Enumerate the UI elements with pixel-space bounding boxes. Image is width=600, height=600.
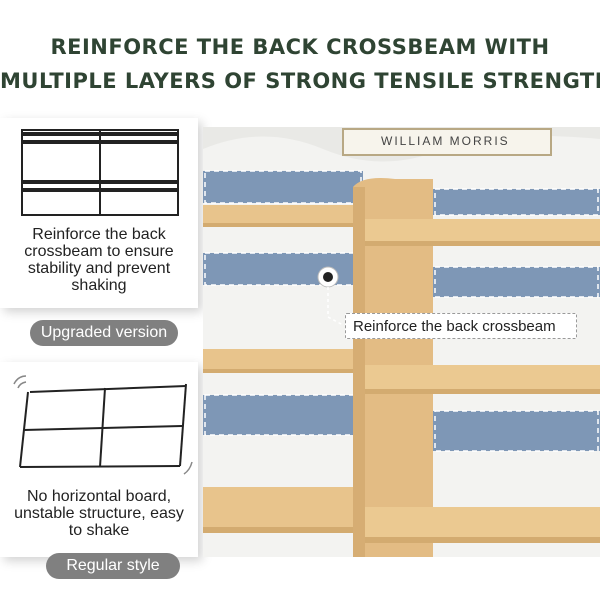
product-photo: WILLIAM MORRIS: [203, 127, 600, 557]
poster-text: WILLIAM MORRIS: [381, 134, 510, 148]
headline-line-1: REINFORCE THE BACK CROSSBEAM WITH: [50, 35, 550, 59]
regular-style-badge: Regular style: [46, 553, 180, 579]
regular-caption: No horizontal board, unstable structure,…: [14, 488, 184, 539]
upgraded-frame-icon: [21, 129, 179, 216]
upgraded-diagram-card: Reinforce the back crossbeam to ensure s…: [0, 118, 198, 308]
regular-diagram-card: No horizontal board, unstable structure,…: [0, 362, 198, 557]
headline-line-2: MULTIPLE LAYERS OF STRONG TENSILE STRENG…: [0, 69, 600, 93]
bookshelf-illustration: [203, 127, 600, 557]
crossbeam-callout: Reinforce the back crossbeam: [345, 313, 577, 339]
upgraded-caption: Reinforce the back crossbeam to ensure s…: [24, 226, 174, 294]
unstable-frame-icon: [13, 375, 193, 475]
upgraded-version-badge: Upgraded version: [30, 320, 178, 346]
